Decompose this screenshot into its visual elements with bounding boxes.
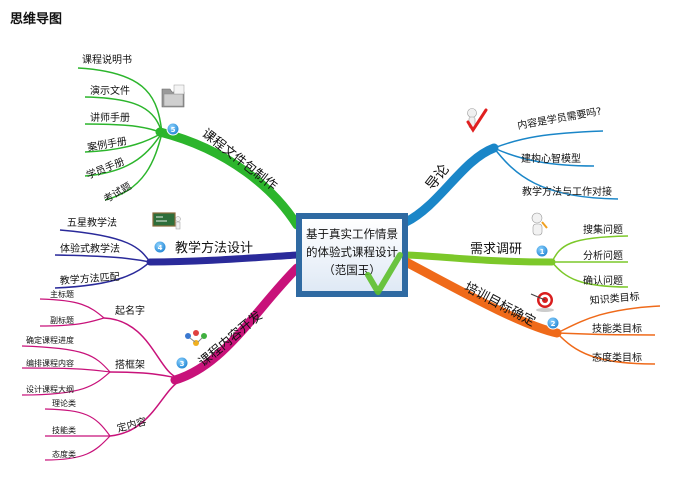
sub-label: 起名字 bbox=[115, 304, 145, 317]
branch-label: 教学方法设计 bbox=[175, 240, 253, 256]
number-badge: 5 bbox=[166, 122, 180, 136]
team-people-icon bbox=[185, 330, 207, 346]
sub-label: 定内容 bbox=[115, 415, 147, 435]
svg-text:5: 5 bbox=[171, 126, 176, 134]
leaf-label: 确定课程进度 bbox=[26, 335, 74, 345]
number-badge: 1 bbox=[535, 244, 549, 258]
chalkboard-icon bbox=[152, 212, 181, 230]
branch-jiaoxue: 教学方法设计 五星教学法 体验式教学法 教学方法匹配 4 bbox=[54, 212, 301, 289]
leaf-label: 知识类目标 bbox=[589, 290, 640, 307]
central-topic-line: （范国玉） bbox=[323, 263, 381, 277]
central-topic[interactable]: 基于真实工作情景 的体验式课程设计 （范国玉） bbox=[296, 213, 408, 297]
branch-label: 培训目标确定 bbox=[462, 279, 538, 330]
branch-xuqiu: 需求调研 搜集问题 分析问题 确认问题 1 bbox=[402, 212, 629, 288]
branch-wenjian: 课程文件包制作 课程说明书 演示文件 讲师手册 案例手册 学员手册 考试题 5 bbox=[77, 53, 302, 230]
checkmark-icon bbox=[365, 252, 403, 295]
person-checkmark-icon bbox=[466, 108, 488, 133]
leaf-label: 内容是学员需要吗? bbox=[516, 104, 602, 132]
leaf-label: 副标题 bbox=[50, 315, 74, 325]
svg-text:3: 3 bbox=[180, 360, 185, 368]
leaf-label: 态度类 bbox=[52, 449, 76, 459]
page-title: 思维导图 bbox=[10, 12, 63, 27]
leaf-label: 课程说明书 bbox=[82, 53, 132, 66]
leaf-label: 学员手册 bbox=[84, 155, 126, 182]
branch-neirong: 课程内容开发 起名字 主标题 副标题 搭框架 确定课程进度 编排课程内容 设计课… bbox=[21, 263, 302, 461]
leaf-label: 分析问题 bbox=[583, 249, 623, 262]
central-topic-line: 的体验式课程设计 bbox=[306, 245, 398, 259]
number-badge: 2 bbox=[546, 316, 560, 330]
leaf-label: 讲师手册 bbox=[90, 111, 130, 124]
branch-label: 需求调研 bbox=[470, 242, 522, 257]
leaf-label: 案例手册 bbox=[86, 134, 128, 154]
leaf-label: 主标题 bbox=[50, 289, 74, 299]
leaf-label: 考试题 bbox=[101, 179, 133, 205]
number-badge: 4 bbox=[153, 240, 167, 254]
leaf-label: 态度类目标 bbox=[592, 351, 642, 364]
central-topic-line: 基于真实工作情景 bbox=[306, 227, 398, 241]
leaf-label: 体验式教学法 bbox=[60, 242, 120, 255]
leaf-label: 设计课程大纲 bbox=[26, 384, 74, 394]
leaf-label: 五星教学法 bbox=[67, 216, 117, 229]
leaf-label: 搜集问题 bbox=[583, 223, 623, 236]
sub-label: 搭框架 bbox=[115, 358, 145, 371]
target-icon bbox=[530, 292, 554, 312]
leaf-label: 确认问题 bbox=[583, 274, 623, 287]
leaf-label: 演示文件 bbox=[90, 84, 130, 97]
svg-text:4: 4 bbox=[158, 244, 163, 252]
leaf-label: 建构心智模型 bbox=[521, 152, 581, 165]
number-badge: 3 bbox=[175, 356, 189, 370]
leaf-label: 技能类目标 bbox=[592, 322, 642, 335]
thinking-figure-icon bbox=[531, 212, 548, 236]
branch-daolun: 导论 内容是学员需要吗? 建构心智模型 教学方法与工作对接 bbox=[401, 104, 619, 227]
folder-icon bbox=[161, 84, 185, 108]
leaf-label: 编排课程内容 bbox=[26, 358, 74, 368]
leaf-label: 教学方法匹配 bbox=[59, 270, 120, 287]
leaf-label: 理论类 bbox=[52, 398, 76, 408]
svg-text:2: 2 bbox=[551, 320, 556, 328]
branch-label: 课程文件包制作 bbox=[199, 126, 280, 194]
svg-text:1: 1 bbox=[540, 248, 545, 256]
branch-label: 课程内容开发 bbox=[195, 308, 265, 370]
leaf-label: 教学方法与工作对接 bbox=[522, 185, 612, 198]
leaf-label: 技能类 bbox=[52, 425, 76, 435]
